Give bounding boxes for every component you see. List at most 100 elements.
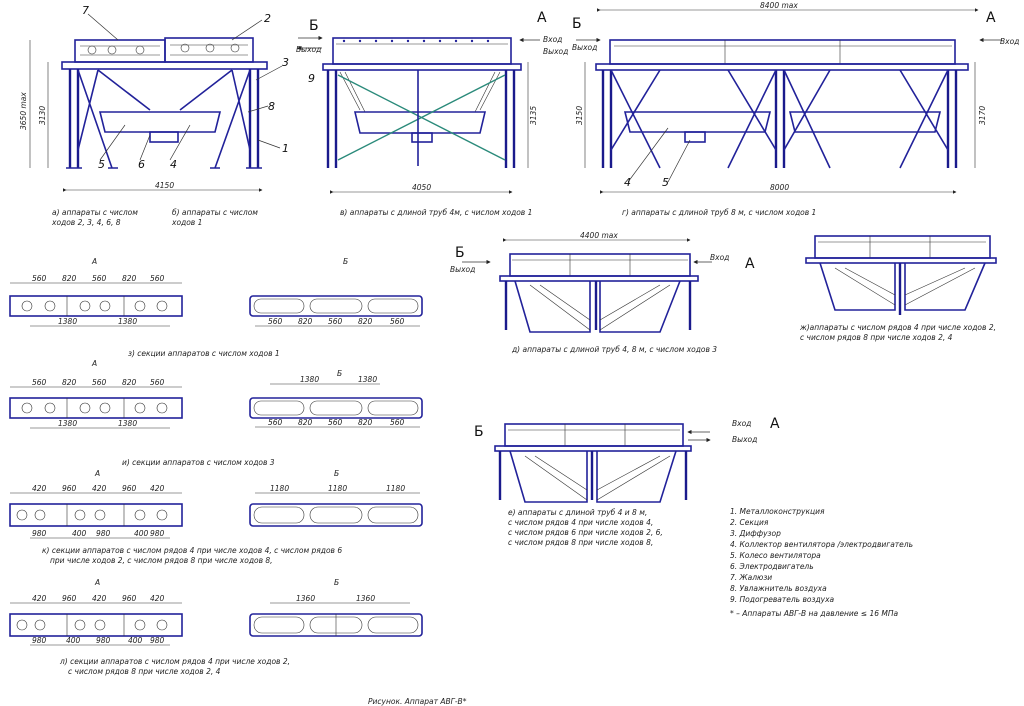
caption-v: в) аппараты с длиной труб 4м, с числом х… — [340, 208, 532, 217]
dim-k-7: 400 — [72, 529, 87, 538]
legend-4: 4. Коллектор вентилятора /электродвигате… — [730, 540, 913, 549]
callout-5g: 5 — [662, 176, 669, 189]
dim-i-9: 1380 — [358, 375, 377, 384]
caption-a-1: а) аппараты с числом — [52, 208, 138, 217]
flow-in-g2: Вход — [1000, 37, 1019, 46]
letter-b-v: Б — [309, 18, 319, 34]
dim-i-5: 560 — [150, 378, 165, 387]
flow-in-v: Вход — [543, 35, 562, 44]
view-e-frame — [494, 423, 692, 503]
legend-note: * – Аппараты АВГ-В на давление ≤ 16 МПа — [730, 609, 898, 618]
strip-letter-b4: Б — [334, 578, 339, 587]
legend-8: 8. Увлажнитель воздуха — [730, 584, 827, 593]
callout-3: 3 — [282, 56, 289, 69]
dim-3650: 3650 max — [19, 92, 28, 130]
dim-i-8: 1380 — [300, 375, 319, 384]
dim-l-12: 1360 — [356, 594, 375, 603]
dim-z-11: 820 — [358, 317, 373, 326]
flow-in-e: Вход — [732, 419, 751, 428]
caption-sec4a: к) секции аппаратов с числом рядов 4 при… — [42, 546, 342, 555]
caption-sec1: з) секции аппаратов с числом ходов 1 — [128, 349, 280, 358]
caption-g: г) аппараты с длиной труб 8 м, с числом … — [622, 208, 816, 217]
dim-k-11: 1180 — [270, 484, 289, 493]
figure-caption: Рисунок. Аппарат АВГ-В* — [368, 697, 467, 706]
dim-k-12: 1180 — [328, 484, 347, 493]
flow-out-d: Выход — [450, 265, 475, 274]
dim-k-10: 980 — [150, 529, 165, 538]
caption-b-2: ходов 1 — [171, 218, 202, 227]
caption-sec5b: с числом рядов 8 при числе ходов 2, 4 — [68, 667, 221, 676]
dim-8000: 8000 — [770, 183, 789, 192]
letter-a-d: А — [745, 256, 755, 272]
dim-k-1: 420 — [32, 484, 47, 493]
dim-i-13: 820 — [358, 418, 373, 427]
dim-i-4: 820 — [122, 378, 137, 387]
dim-k-6: 980 — [32, 529, 47, 538]
dim-l-4: 960 — [122, 594, 137, 603]
dim-4400: 4400 max — [580, 231, 618, 240]
caption-b-1: б) аппараты с числом — [172, 208, 258, 217]
dim-i-11: 820 — [298, 418, 313, 427]
view-g-frame — [584, 8, 979, 194]
dim-k-9: 400 — [134, 529, 149, 538]
dim-z-7: 1380 — [118, 317, 137, 326]
dim-i-6: 1380 — [58, 419, 77, 428]
dim-z-12: 560 — [390, 317, 405, 326]
strip-letter-a2: А — [91, 359, 97, 368]
dim-z-2: 820 — [62, 274, 77, 283]
dim-l-6: 980 — [32, 636, 47, 645]
dim-k-2: 960 — [62, 484, 77, 493]
caption-a-2: ходов 2, 3, 4, 6, 8 — [51, 218, 121, 227]
caption-d: д) аппараты с длиной труб 4, 8 м, с числ… — [511, 345, 717, 354]
dim-z-6: 1380 — [58, 317, 77, 326]
flow-arrows — [297, 35, 1002, 443]
callout-2: 2 — [264, 12, 271, 25]
dim-l-7: 400 — [66, 636, 81, 645]
callout-7: 7 — [82, 4, 89, 17]
dim-i-10: 560 — [268, 418, 283, 427]
letter-a-e: А — [770, 416, 780, 432]
dim-k-13: 1180 — [386, 484, 405, 493]
view-d-frame — [499, 238, 699, 333]
view-v-frame — [322, 37, 529, 194]
caption-e-4: с числом рядов 8 при числе ходов 8, — [508, 538, 653, 547]
view-zh-frame — [805, 235, 997, 315]
dim-l-5: 420 — [150, 594, 165, 603]
legend-2: 2. Секция — [730, 518, 769, 527]
letter-b-g: Б — [572, 16, 582, 32]
dim-3170: 3170 — [978, 106, 987, 125]
dim-3130: 3130 — [38, 106, 47, 125]
caption-zh-2: с числом рядов 8 при числе ходов 2, 4 — [800, 333, 953, 342]
callout-4g: 4 — [624, 176, 631, 189]
flow-out-e: Выход — [732, 435, 757, 444]
dim-4050: 4050 — [412, 183, 431, 192]
dim-8400: 8400 max — [760, 1, 798, 10]
dim-z-9: 820 — [298, 317, 313, 326]
caption-zh-1: ж)аппараты с числом рядов 4 при числе хо… — [799, 323, 996, 332]
dim-k-3: 420 — [92, 484, 107, 493]
strip-letter-b2: Б — [337, 369, 342, 378]
flow-in-g: Выход — [572, 43, 597, 52]
caption-e-1: е) аппараты с длиной труб 4 и 8 м, — [508, 508, 647, 517]
flow-out-v2: Выход — [543, 47, 568, 56]
caption-sec4b: при числе ходов 2, с числом рядов 8 при … — [50, 556, 273, 565]
strip-letter-b1: Б — [343, 257, 348, 266]
legend-9: 9. Подогреватель воздуха — [730, 595, 835, 604]
dim-4150: 4150 — [155, 181, 174, 190]
legend-3: 3. Диффузор — [730, 529, 781, 538]
caption-sec5a: л) секции аппаратов с числом рядов 4 при… — [59, 657, 290, 666]
dim-k-4: 960 — [122, 484, 137, 493]
legend-7: 7. Жалюзи — [730, 573, 772, 582]
flow-out-v: Выход — [296, 45, 321, 54]
dim-i-7: 1380 — [118, 419, 137, 428]
dim-i-1: 560 — [32, 378, 47, 387]
callout-9: 9 — [308, 72, 315, 85]
caption-e-2: с числом рядов 4 при числе ходов 4, — [508, 518, 653, 527]
dim-l-3: 420 — [92, 594, 107, 603]
view-a-frame — [29, 13, 283, 192]
dim-3135: 3135 — [529, 106, 538, 125]
dim-i-2: 820 — [62, 378, 77, 387]
callout-5: 5 — [98, 158, 105, 171]
dim-k-8: 980 — [96, 529, 111, 538]
